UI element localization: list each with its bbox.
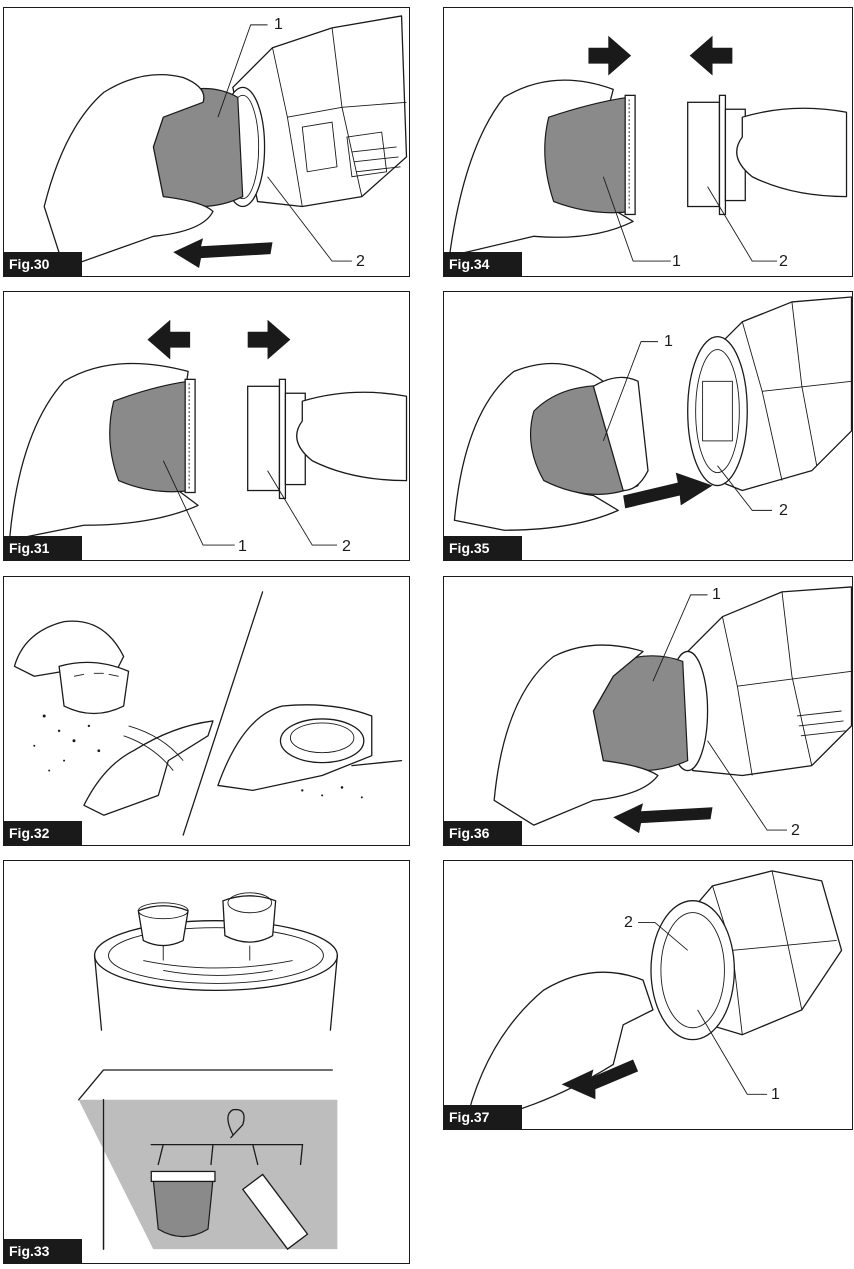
figure-37: 2 1 Fig.37 [443, 860, 853, 1130]
callout-1: 1 [771, 1086, 780, 1103]
callout-1: 1 [664, 333, 673, 350]
callout-2: 2 [342, 538, 351, 555]
figure-31: 1 2 Fig.31 [3, 291, 410, 561]
figure-label: Fig.32 [4, 821, 82, 845]
figure-label: Fig.35 [444, 536, 522, 560]
figure-label: Fig.34 [444, 252, 522, 276]
fig36-illustration [493, 586, 852, 834]
figure-36: 1 2 Fig.36 [443, 576, 853, 846]
callout-1: 1 [238, 538, 247, 555]
fig32-illustration [13, 591, 403, 836]
callout-1: 1 [274, 16, 283, 33]
fig30-illustration [43, 15, 408, 269]
figure-32: Fig.32 [3, 576, 410, 846]
figure-33: Fig.33 [3, 860, 410, 1264]
callout-2: 2 [624, 914, 633, 931]
fig37-illustration [463, 870, 843, 1129]
figure-35: 1 2 Fig.35 [443, 291, 853, 561]
callout-2: 2 [779, 253, 788, 270]
callout-1: 1 [712, 586, 721, 603]
fig34-illustration [448, 35, 848, 262]
figure-label: Fig.33 [4, 1239, 82, 1263]
figure-label: Fig.31 [4, 536, 82, 560]
callout-2: 2 [356, 253, 365, 270]
callout-1: 1 [672, 253, 681, 270]
figure-30: 1 2 Fig.30 [3, 7, 410, 277]
figure-label: Fig.30 [4, 252, 82, 276]
figure-34: 1 2 Fig.34 [443, 7, 853, 277]
callout-2: 2 [791, 822, 800, 839]
figure-label: Fig.36 [444, 821, 522, 845]
figure-label: Fig.37 [444, 1105, 522, 1129]
fig33-illustration [77, 892, 338, 1250]
callout-2: 2 [779, 502, 788, 519]
fig35-illustration [453, 296, 852, 531]
dust-particles [33, 714, 363, 799]
fig31-illustration [8, 319, 408, 546]
